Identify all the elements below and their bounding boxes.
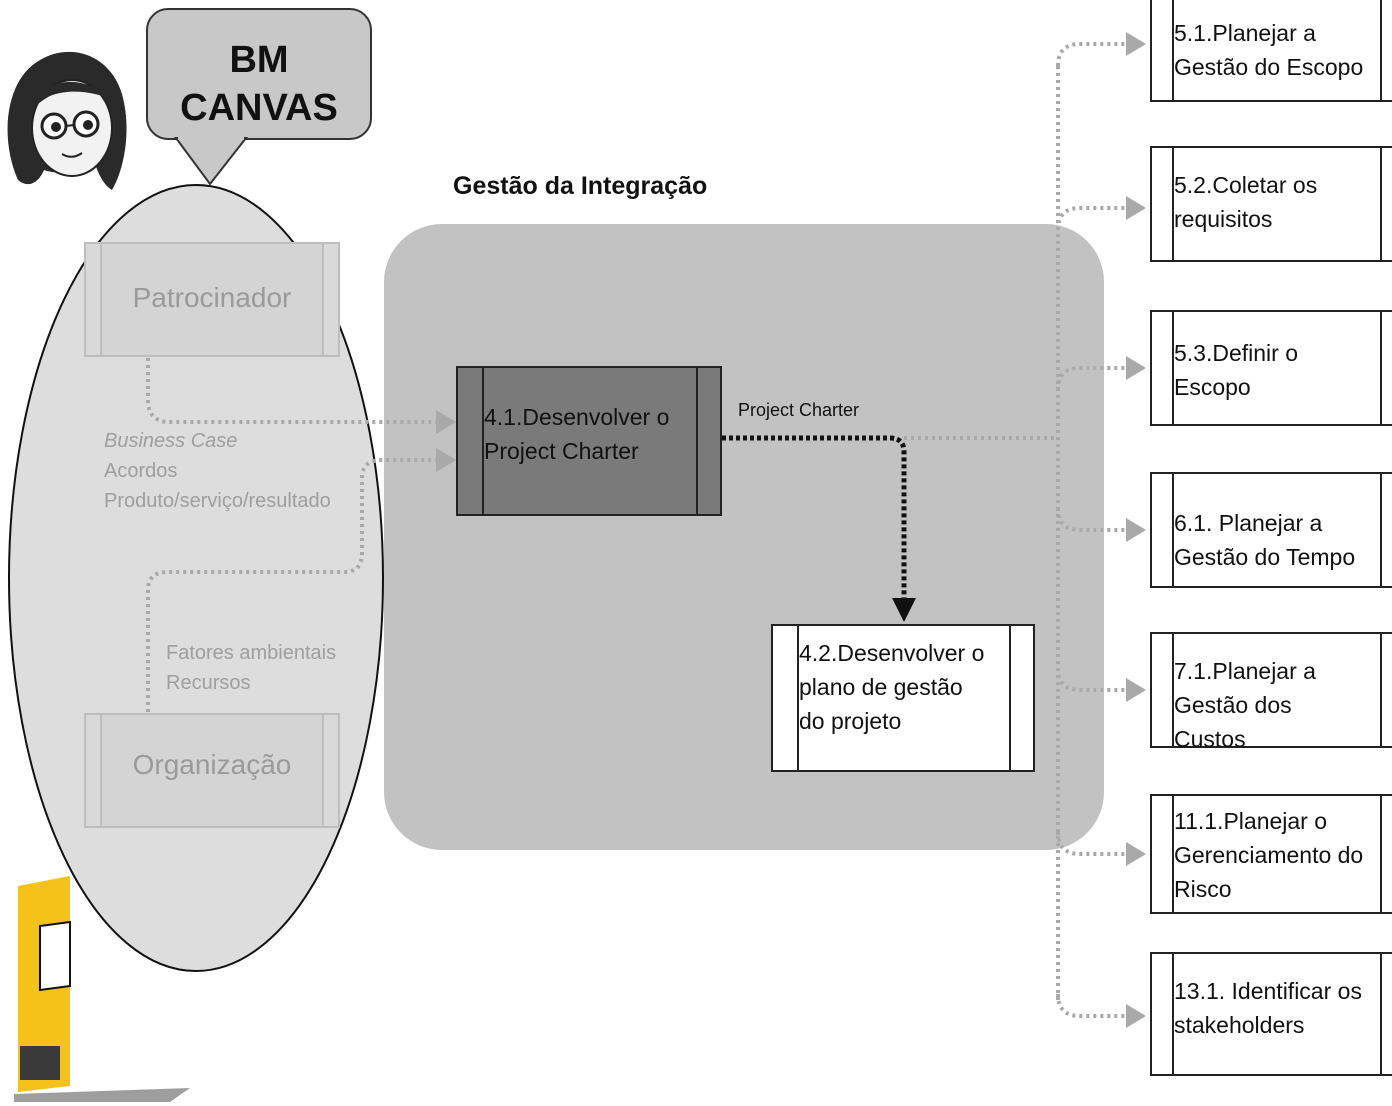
target-process-identify-stakeholders-right-bar [1380,954,1382,1074]
input-produto: Produto/serviço/resultado [104,490,331,512]
input-acordos: Acordos [104,460,178,482]
target-process-cost-plan: 7.1.Planejar a Gestão dos Custos [1150,632,1392,752]
target-process-risk-plan-label: 11.1.Planejar o Gerenciamento do Risco [1174,804,1363,906]
entity-sponsor-label: Patrocinador [132,282,292,313]
process-develop-charter-left-bar [482,368,484,514]
target-process-define-scope-line-2: Escopo [1174,374,1251,400]
bubble-line-2: CANVAS [180,87,338,129]
target-process-identify-stakeholders-label: 13.1. Identificar os stakeholders [1174,974,1362,1042]
output-label-project-charter: Project Charter [738,400,860,420]
target-process-risk-plan-line-1: 11.1.Planejar o [1174,808,1328,834]
target-process-scope-plan-left-bar [1172,0,1174,100]
process-develop-plan-line-3: do projeto [799,708,902,734]
process-develop-charter-label: 4.1.Desenvolver o Project Charter [484,400,669,468]
target-process-risk-plan-line-3: Risco [1174,876,1232,902]
target-process-scope-plan: 5.1.Planejar a Gestão do Escopo [1150,0,1392,102]
entity-sponsor-right-cap [322,242,340,357]
process-develop-plan-left-bar [797,626,799,770]
target-process-schedule-plan-left-bar [1172,474,1174,586]
process-develop-plan-line-1: 4.2.Desenvolver o [799,640,985,666]
entity-sponsor-left-cap [84,242,102,357]
speech-bubble-text: BM CANVAS [146,36,372,132]
target-process-define-scope-line-1: 5.3.Definir o [1174,340,1299,366]
target-process-identify-stakeholders: 13.1. Identificar os stakeholders [1150,952,1392,1076]
entity-sponsor: Patrocinador [84,242,340,357]
target-process-risk-plan-left-bar [1172,796,1174,912]
target-process-collect-requirements: 5.2.Coletar os requisitos [1150,146,1392,262]
target-process-define-scope-right-bar [1380,312,1382,424]
target-process-cost-plan-line-3: Custos [1174,726,1246,752]
target-process-define-scope: 5.3.Definir o Escopo [1150,310,1392,426]
target-process-schedule-plan-line-2: Gestão do Tempo [1174,544,1356,570]
target-process-cost-plan-line-1: 7.1.Planejar a [1174,658,1316,684]
entity-organization-left-cap [84,713,102,828]
target-process-risk-plan-line-2: Gerenciamento do [1174,842,1364,868]
target-process-schedule-plan-line-1: 6.1. Planejar a [1174,510,1323,536]
target-process-collect-requirements-right-bar [1380,148,1382,260]
target-process-identify-stakeholders-line-2: stakeholders [1174,1012,1305,1038]
organization-inputs: Fatores ambientais Recursos [166,638,336,698]
input-fatores-ambientais: Fatores ambientais [166,642,337,664]
process-develop-charter-right-bar [696,368,698,514]
avatar [7,51,127,191]
target-process-scope-plan-line-2: Gestão do Escopo [1174,54,1364,80]
target-process-define-scope-left-bar [1172,312,1174,424]
process-develop-plan-right-bar [1009,626,1011,770]
entity-organization: Organização [84,713,340,828]
book-cover-image [14,876,190,1102]
target-process-risk-plan-right-bar [1380,796,1382,912]
target-process-schedule-plan-right-bar [1380,474,1382,586]
target-process-define-scope-label: 5.3.Definir o Escopo [1174,336,1298,404]
entity-organization-label: Organização [132,749,292,780]
process-develop-plan-line-2: plano de gestão [799,674,963,700]
target-process-cost-plan-left-bar [1172,634,1174,746]
target-process-cost-plan-line-2: Gestão dos [1174,692,1292,718]
target-process-collect-requirements-label: 5.2.Coletar os requisitos [1174,168,1317,236]
input-business-case: Business Case [104,430,238,452]
target-process-collect-requirements-line-2: requisitos [1174,206,1273,232]
target-process-collect-requirements-left-bar [1172,148,1174,260]
process-develop-charter-line-1: 4.1.Desenvolver o [484,404,670,430]
target-process-identify-stakeholders-left-bar [1172,954,1174,1074]
target-process-schedule-plan-label: 6.1. Planejar a Gestão do Tempo [1174,506,1355,574]
sponsor-inputs: Business Case Acordos Produto/serviço/re… [104,426,331,516]
target-process-risk-plan: 11.1.Planejar o Gerenciamento do Risco [1150,794,1392,914]
entity-organization-right-cap [322,713,340,828]
target-process-collect-requirements-line-1: 5.2.Coletar os [1174,172,1318,198]
target-process-scope-plan-label: 5.1.Planejar a Gestão do Escopo [1174,16,1363,84]
process-develop-plan-label: 4.2.Desenvolver o plano de gestão do pro… [799,636,984,738]
target-process-scope-plan-line-1: 5.1.Planejar a [1174,20,1316,46]
bubble-line-1: BM [229,39,289,81]
process-develop-charter-line-2: Project Charter [484,438,639,464]
process-develop-plan: 4.2.Desenvolver o plano de gestão do pro… [771,624,1035,772]
target-process-cost-plan-right-bar [1380,634,1382,746]
target-process-schedule-plan: 6.1. Planejar a Gestão do Tempo [1150,472,1392,588]
target-process-cost-plan-label: 7.1.Planejar a Gestão dos Custos [1174,654,1316,756]
process-develop-charter: 4.1.Desenvolver o Project Charter [456,366,722,516]
speech-bubble [146,8,372,140]
target-process-identify-stakeholders-line-1: 13.1. Identificar os [1174,978,1362,1004]
section-title: Gestão da Integração [453,172,708,200]
target-process-scope-plan-right-bar [1380,0,1382,100]
input-recursos: Recursos [166,672,251,694]
